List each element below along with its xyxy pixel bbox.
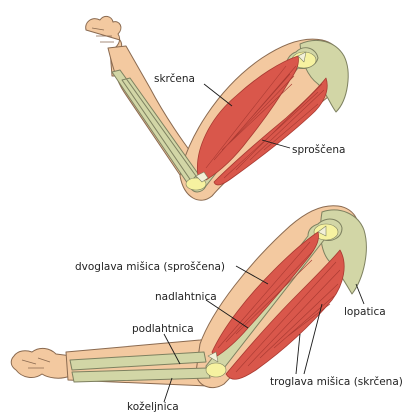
label-humerus: nadlahtnica [155, 291, 217, 303]
label-top-relaxed: sproščena [292, 144, 345, 156]
bottom-elbow-cartilage [206, 363, 226, 377]
top-arm-figure [86, 16, 348, 200]
bottom-hand [11, 348, 72, 378]
label-radius: koželjnica [127, 401, 179, 413]
label-top-flexed: skrčena [154, 73, 195, 85]
label-ulna: podlahtnica [132, 323, 194, 335]
leader-triceps-a [296, 334, 300, 374]
label-triceps-flexed: troglava mišica (skrčena) [270, 376, 403, 388]
label-scapula: lopatica [344, 306, 386, 318]
top-forearm-bones [112, 70, 204, 188]
leader-lopatica [356, 284, 364, 304]
label-biceps-relaxed: dvoglava mišica (sproščena) [75, 261, 225, 273]
